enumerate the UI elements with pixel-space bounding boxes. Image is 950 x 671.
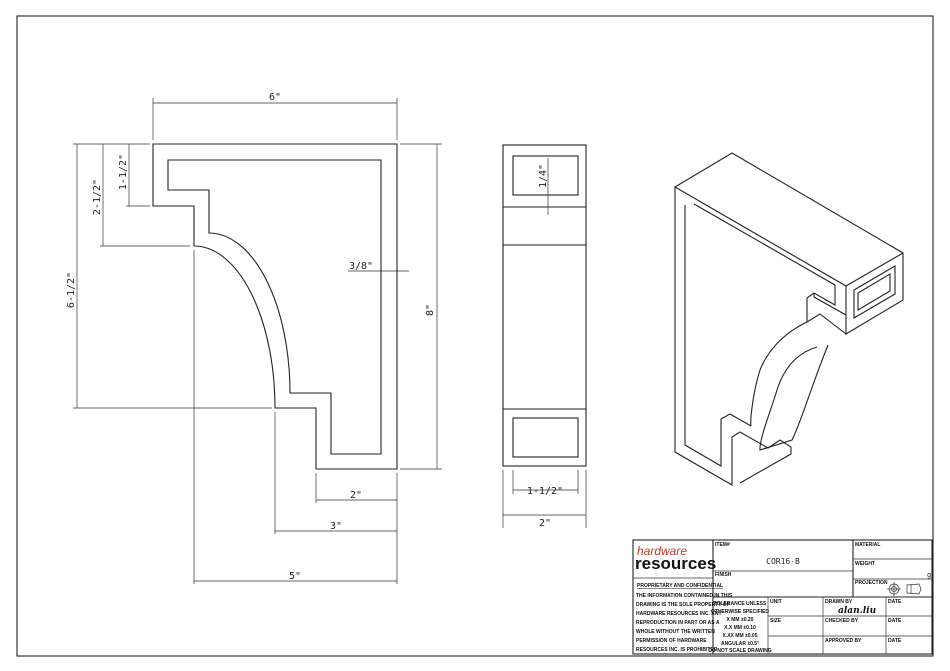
item-label: ITEM# xyxy=(715,542,730,548)
date-label-checked: DATE xyxy=(888,618,902,624)
svg-text:X.XX MM ±0.05: X.XX MM ±0.05 xyxy=(723,633,758,639)
dim-bottom-2: 2" xyxy=(315,473,397,503)
finish-label: FINISH xyxy=(715,572,732,578)
dim-side-width-inner: 1-1/2" xyxy=(512,470,579,497)
approved-by-label: APPROVED BY xyxy=(825,638,862,644)
svg-text:5": 5" xyxy=(289,571,301,582)
date-label-approved: DATE xyxy=(888,638,902,644)
svg-text:1-1/2": 1-1/2" xyxy=(118,154,129,190)
side-view: 1/4" 1-1/2" 2" xyxy=(502,144,587,529)
svg-text:3/8": 3/8" xyxy=(349,261,373,272)
svg-text:X.X MM ±0.10: X.X MM ±0.10 xyxy=(724,625,756,631)
svg-text:TOLERANCE UNLESS: TOLERANCE UNLESS xyxy=(714,601,767,607)
front-outer-profile xyxy=(152,143,398,470)
svg-text:OTHERWISE SPECIFIED: OTHERWISE SPECIFIED xyxy=(711,609,769,615)
svg-text:WHOLE WITHOUT THE WRITTEN: WHOLE WITHOUT THE WRITTEN xyxy=(636,629,715,635)
dim-bottom-3: 3" xyxy=(274,412,397,534)
dim-height-total: 8" xyxy=(400,143,442,470)
weight-label: WEIGHT xyxy=(855,561,875,567)
date-label-drawn: DATE xyxy=(888,599,902,605)
weight-value: g xyxy=(927,571,931,579)
dim-wall: 3/8" xyxy=(348,261,409,272)
proprietary-heading: PROPRIETARY AND CONFIDENTIAL xyxy=(637,583,723,589)
tolerance-text: TOLERANCE UNLESS OTHERWISE SPECIFIED X M… xyxy=(708,601,771,654)
notice-text: THE INFORMATION CONTAINED IN THIS DRAWIN… xyxy=(636,593,733,653)
dim-bottom-5: 5" xyxy=(193,250,398,584)
dim-height-step2: 2-1/2" xyxy=(92,144,190,247)
dim-height-left: 6-1/2" xyxy=(66,143,272,409)
checked-by-label: CHECKED BY xyxy=(825,618,859,624)
drawn-by-label: DRAWN BY xyxy=(825,599,853,605)
projection-label: PROJECTION xyxy=(855,580,888,586)
svg-text:6": 6" xyxy=(269,92,281,103)
svg-text:DRAWING IS THE SOLE PROPERTY O: DRAWING IS THE SOLE PROPERTY OF xyxy=(636,602,730,608)
svg-text:2": 2" xyxy=(350,490,362,501)
logo-hardware: hardware xyxy=(637,544,687,558)
isometric-view xyxy=(673,152,904,486)
logo-resources: resources xyxy=(635,554,716,573)
svg-text:1-1/2": 1-1/2" xyxy=(527,486,563,497)
front-inner-profile xyxy=(167,159,382,455)
svg-text:1/4": 1/4" xyxy=(538,164,549,188)
svg-text:X MM ±0.20: X MM ±0.20 xyxy=(727,617,754,623)
svg-text:2": 2" xyxy=(539,518,551,529)
sheet-border xyxy=(16,15,934,657)
svg-text:RESOURCES INC. IS PROHIBITED: RESOURCES INC. IS PROHIBITED xyxy=(636,647,718,653)
dim-height-step1: 1-1/2" xyxy=(118,144,150,207)
drawn-by-signature: alan.liu xyxy=(838,606,877,616)
item-value: COR16-B xyxy=(766,557,800,566)
projection-symbol-icon xyxy=(887,582,922,596)
dim-side-inner: 1/4" xyxy=(538,158,549,215)
svg-text:3": 3" xyxy=(330,521,342,532)
svg-text:DO NOT SCALE DRAWING: DO NOT SCALE DRAWING xyxy=(708,648,771,654)
svg-text:HARDWARE RESOURCES INC. ANY: HARDWARE RESOURCES INC. ANY xyxy=(636,611,722,617)
dim-side-width: 2" xyxy=(502,470,587,529)
svg-text:8": 8" xyxy=(425,304,436,316)
svg-text:2-1/2": 2-1/2" xyxy=(92,179,103,215)
title-block: hardware resources PROPRIETARY AND CONFI… xyxy=(632,539,933,655)
svg-text:6-1/2": 6-1/2" xyxy=(66,272,77,308)
svg-text:ANGULAR ±0.5°: ANGULAR ±0.5° xyxy=(721,641,759,647)
size-label: SIZE xyxy=(770,618,782,624)
material-label: MATERIAL xyxy=(855,542,880,548)
svg-text:THE INFORMATION CONTAINED IN T: THE INFORMATION CONTAINED IN THIS xyxy=(636,593,733,599)
svg-text:PERMISSION OF HARDWARE: PERMISSION OF HARDWARE xyxy=(636,638,707,644)
dim-width-top: 6" xyxy=(152,92,398,140)
svg-text:REPRODUCTION IN PART OR AS A: REPRODUCTION IN PART OR AS A xyxy=(636,620,720,626)
unit-label: UNIT xyxy=(770,599,782,605)
front-view: 6" 8" 6-1/2" 2-1/2" 1-1/2" 3/8" xyxy=(66,92,442,584)
